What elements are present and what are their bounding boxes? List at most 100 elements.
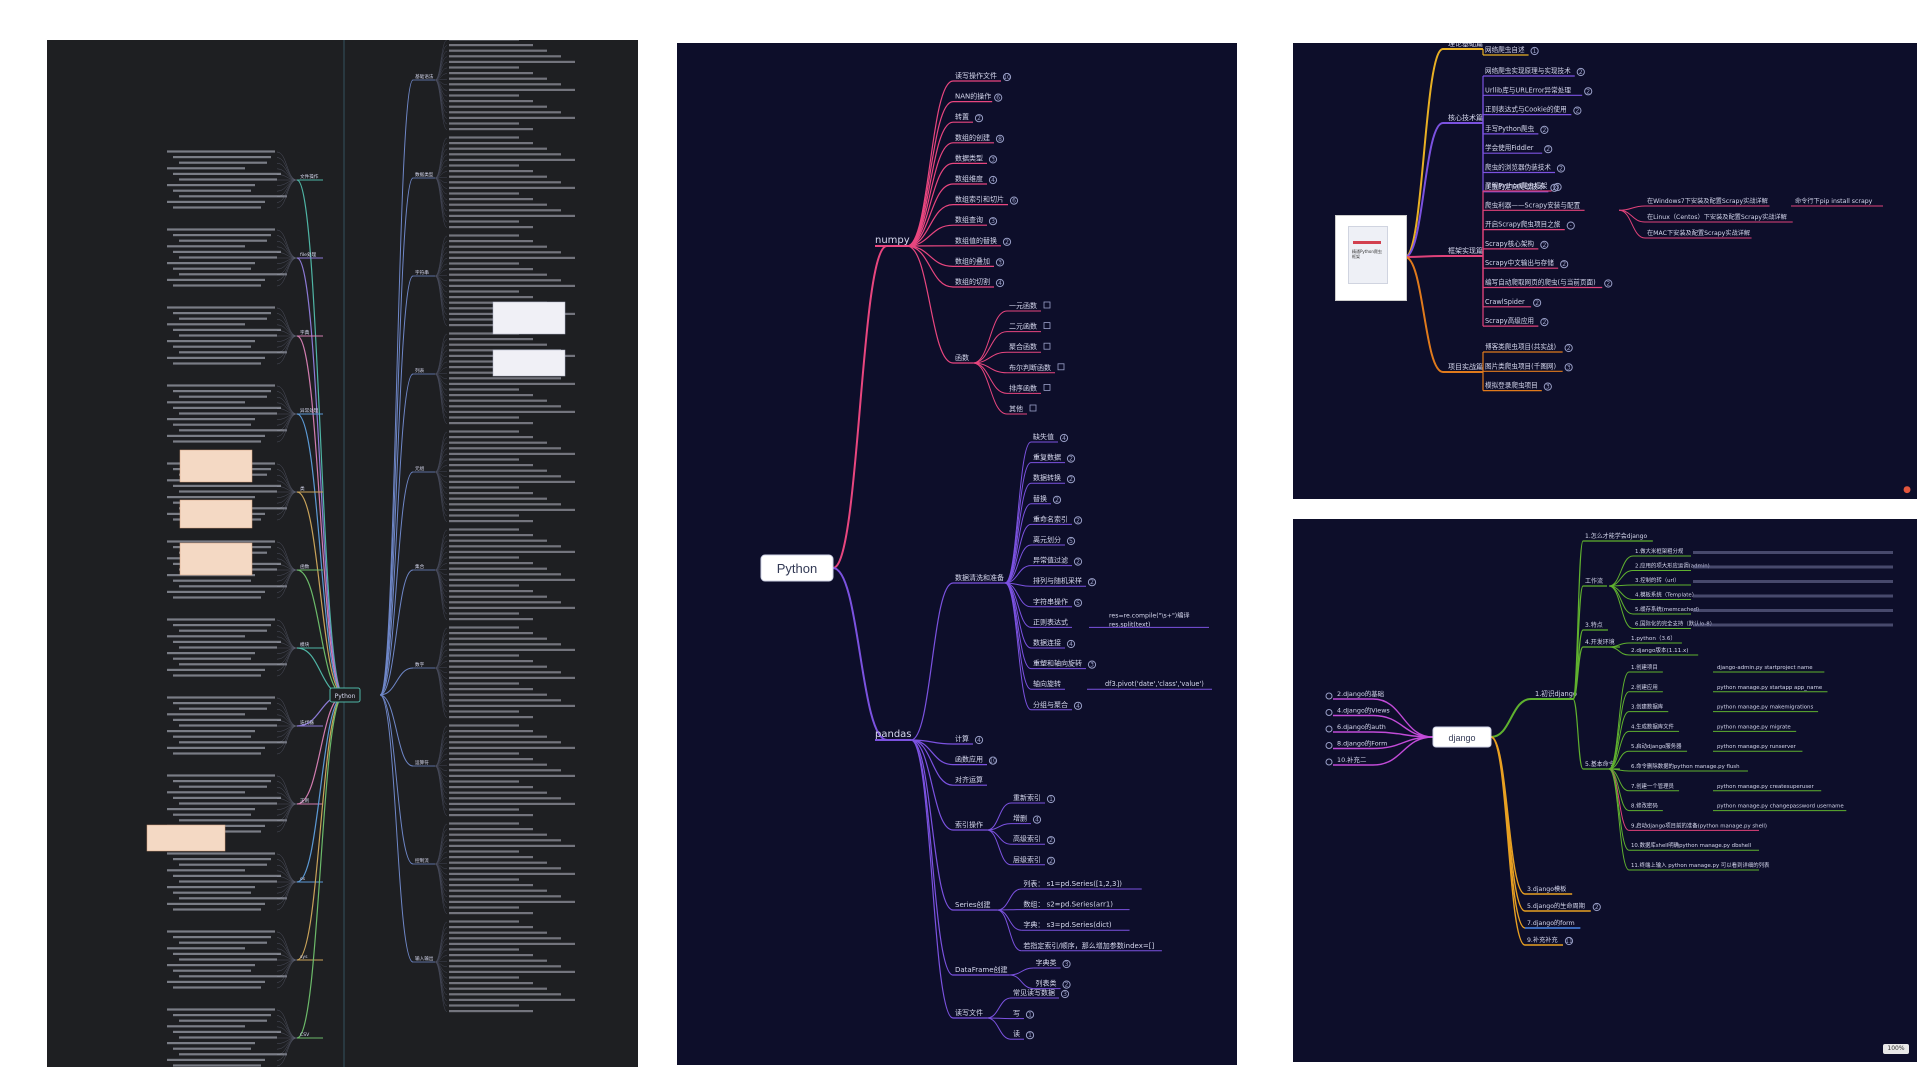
overview-left-leaf-text — [173, 267, 251, 270]
pandas-other-label: 计算 — [955, 734, 969, 743]
django-work-item-label: 3.控制的转（url） — [1635, 576, 1680, 584]
numpy-fn-note-icon — [1043, 301, 1051, 309]
overview-left-leaf-text — [167, 1042, 255, 1045]
overview-left-leaf-text — [173, 640, 281, 643]
pandas-cleaning-item-badge-count: 2 — [1069, 456, 1073, 463]
numpy-fn-label: 布尔判断函数 — [1009, 363, 1051, 372]
overview-left-leaf-text — [167, 618, 275, 621]
overview-right-leaf-text — [449, 618, 533, 621]
django-left-link — [1372, 731, 1434, 738]
overview-right-leaf-text — [449, 833, 547, 836]
pandas-index-item-badge-count: 1 — [1049, 796, 1053, 803]
overview-right-leaf-text — [449, 567, 547, 570]
overview-right-leaf-text — [449, 814, 533, 817]
overview-right-leaf-link — [434, 569, 448, 620]
overview-right-leaf-text — [449, 808, 519, 811]
overview-left-leaf-text — [173, 206, 261, 209]
numpy-functions-node: 函数 — [955, 353, 969, 362]
overview-left-leaf-text — [167, 1058, 265, 1061]
overview-right-leaf-link — [434, 823, 448, 865]
overview-right-leaf-text — [449, 226, 533, 229]
django-cmd-item-command: python manage.py migrate — [1717, 724, 1791, 730]
numpy-fn-link — [972, 362, 1008, 415]
overview-right-leaf-text — [449, 508, 575, 511]
overview-left-leaf-text — [167, 930, 275, 933]
overview-right-leaf-text — [449, 220, 519, 223]
overview-left-leaf-text — [173, 328, 281, 331]
overview-left-leaf-text — [167, 306, 275, 309]
overview-right-leaf-link — [434, 639, 448, 669]
numpy-item-label: NAN的操作 — [955, 92, 991, 101]
numpy-item-label: 数组的切割 — [955, 277, 990, 286]
overview-right-leaf-text — [449, 251, 561, 254]
numpy-item-badge — [988, 217, 998, 226]
scrapy-core-node: 核心技术篇 — [1448, 113, 1483, 122]
overview-left-leaf-text — [167, 746, 265, 749]
overview-left-leaf-text — [167, 713, 245, 716]
zoom-level-indicator[interactable]: 100% — [1883, 1044, 1909, 1054]
scrapy-core-item-badge-count: 2 — [1586, 88, 1590, 95]
numpy-item-badge-count: 2 — [977, 115, 981, 122]
overview-right-leaf-text — [449, 405, 561, 408]
overview-right-leaf-text — [449, 60, 575, 63]
overview-right-leaf-text — [449, 492, 533, 495]
overview-right-leaf-link — [434, 45, 448, 81]
overview-right-leaf-link — [434, 471, 448, 522]
django-env-link — [1572, 646, 1584, 700]
overview-right-leaf-link — [434, 373, 448, 424]
overview-left-leaf-text — [179, 161, 267, 164]
django-cmd-item-command: python manage.py startapp app_name — [1717, 685, 1823, 691]
overview-right-leaf-text — [449, 399, 547, 402]
numpy-functions-link — [906, 245, 954, 364]
scrapy-core-item-badge-count: 2 — [1575, 108, 1579, 115]
overview-right-leaf-link — [434, 765, 448, 805]
pandas-series-item-label: 字典： s3=pd.Series(dict) — [1023, 920, 1112, 929]
overview-right-leaf-text — [449, 584, 519, 587]
numpy-fn-label: 其他 — [1009, 404, 1023, 413]
overview-left-branch — [296, 335, 345, 696]
overview-embedded-image — [146, 824, 226, 852]
overview-left-leaf-text — [173, 858, 271, 861]
overview-right-leaf-text — [449, 49, 547, 52]
scrapy-project-item-label: 博客类爬虫项目(共实战) — [1485, 342, 1556, 351]
overview-right-leaf-link — [434, 345, 448, 375]
scrapy-project-item-badge — [1564, 363, 1573, 372]
overview-right-leaf-link — [434, 79, 448, 130]
overview-left-leaf-text — [167, 401, 245, 404]
overview-left-leaf-text — [173, 936, 271, 939]
overview-left-leaf-link — [276, 781, 298, 805]
overview-right-node: 数字 — [415, 661, 425, 668]
numpy-item-badge — [995, 258, 1005, 267]
overview-left-leaf-text — [179, 334, 277, 337]
overview-right-leaf-text — [449, 164, 519, 167]
pandas-series-item-label: 数组： s2=pd.Series(arr1) — [1023, 900, 1113, 909]
pandas-dataframe-link — [910, 739, 954, 976]
scrapy-core-item-label: 学会使用Fiddler — [1485, 143, 1534, 152]
numpy-item-link — [906, 245, 954, 288]
numpy-fn-note-icon — [1043, 342, 1051, 350]
pandas-index-item-label: 增删 — [1013, 814, 1027, 823]
overview-right-leaf-text — [449, 797, 561, 800]
numpy-item-link — [906, 183, 954, 247]
django-cmd-item-label: 7.创建一个管理员 — [1631, 782, 1674, 790]
django-intro-label: 1.怎么才能学会django — [1585, 532, 1647, 540]
django-left-badge — [1325, 725, 1333, 733]
pandas-cleaning-item-badge-count: 2 — [1055, 497, 1059, 504]
overview-embedded-chart — [492, 301, 566, 335]
overview-left-leaf-text — [173, 362, 261, 365]
overview-left-leaf-text — [179, 880, 277, 883]
overview-left-leaf-text — [179, 429, 287, 432]
pandas-cleaning-item-badge — [1066, 454, 1076, 463]
overview-left-leaf-text — [173, 908, 261, 911]
overview-left-leaf-link — [276, 391, 298, 415]
overview-right-leaf-text — [449, 1010, 533, 1013]
mindmap-canvas-django: 2.django的基础4.django的Views6.django的auth8.… — [1325, 532, 1893, 946]
pandas-index-item-badge — [1046, 836, 1056, 845]
overview-right-leaf-text — [449, 769, 561, 772]
overview-left-leaf-text — [167, 652, 255, 655]
